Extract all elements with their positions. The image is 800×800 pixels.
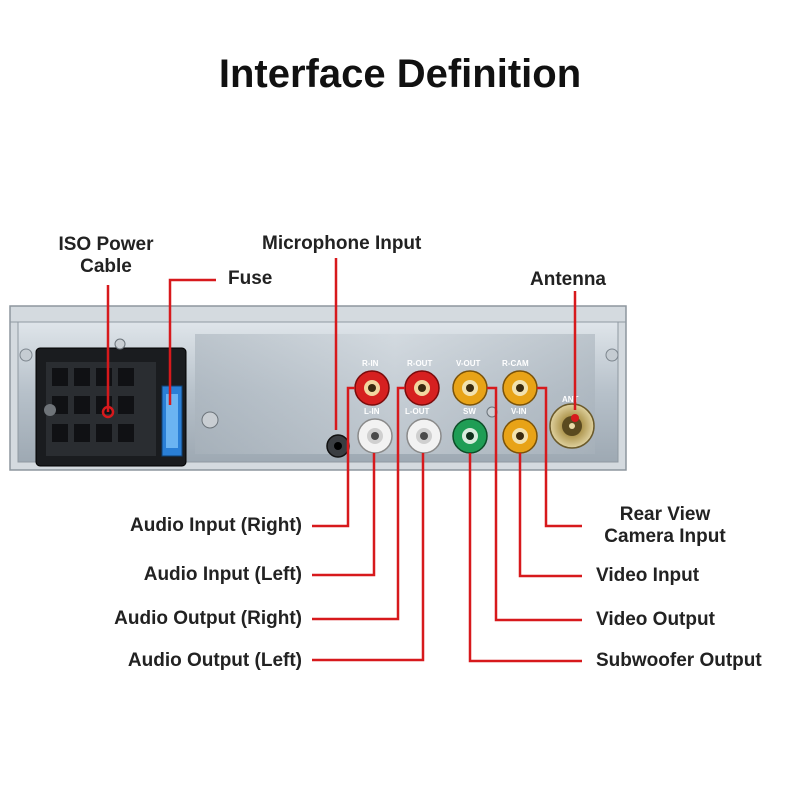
- label-video-output: Video Output: [596, 609, 715, 630]
- microphone-jack: [326, 434, 350, 458]
- leader-audio-in-left: [312, 453, 376, 577]
- label-iso-power-cable: ISO Power Cable: [42, 234, 170, 278]
- leader-dot-iso: [101, 405, 115, 419]
- label-audio-input-left: Audio Input (Left): [143, 564, 302, 585]
- label-audio-output-left: Audio Output (Left): [127, 650, 302, 671]
- leader-video-output: [487, 386, 582, 622]
- mark-r-in: R-IN: [362, 359, 379, 368]
- antenna-socket: [549, 403, 595, 449]
- mark-ant: ANT: [562, 395, 579, 404]
- mark-l-out: L-OUT: [405, 407, 430, 416]
- rca-jack-v-out: [452, 370, 488, 406]
- leader-subwoofer: [468, 453, 582, 663]
- fuse: [161, 385, 183, 457]
- rca-jack-l-out: [406, 418, 442, 454]
- mark-v-in: V-IN: [511, 407, 527, 416]
- rca-jack-r-in: [354, 370, 390, 406]
- screw-left: [201, 411, 219, 429]
- rca-jack-r-cam: [502, 370, 538, 406]
- label-audio-output-right: Audio Output (Right): [114, 608, 302, 629]
- label-rear-view-line2: Camera Input: [604, 526, 726, 547]
- leader-rear-view: [537, 386, 582, 528]
- label-subwoofer-output: Subwoofer Output: [596, 650, 762, 671]
- label-video-input: Video Input: [596, 565, 700, 586]
- leader-video-input: [518, 453, 582, 578]
- label-fuse: Fuse: [228, 268, 273, 289]
- label-iso-power-line2: Cable: [80, 256, 132, 277]
- label-audio-input-right: Audio Input (Right): [130, 515, 302, 536]
- label-antenna: Antenna: [530, 269, 606, 290]
- mark-v-out: V-OUT: [456, 359, 481, 368]
- rca-jack-v-in: [502, 418, 538, 454]
- mark-sw: SW: [463, 407, 476, 416]
- label-microphone-input: Microphone Input: [262, 233, 422, 254]
- leader-dot-antenna: [571, 414, 579, 422]
- rca-jack-r-out: [404, 370, 440, 406]
- leader-lines: [106, 258, 582, 663]
- mark-r-cam: R-CAM: [502, 359, 529, 368]
- leader-fuse: [168, 278, 216, 405]
- page-title: Interface Definition: [218, 52, 582, 96]
- label-rear-view-camera-input: Rear View Camera Input: [588, 504, 742, 548]
- leader-audio-out-right: [312, 386, 405, 621]
- mark-l-in: L-IN: [364, 407, 380, 416]
- rca-jack-l-in: [357, 418, 393, 454]
- label-rear-view-line1: Rear View: [619, 504, 711, 525]
- leader-audio-out-left: [312, 453, 425, 662]
- label-iso-power-line1: ISO Power: [58, 234, 154, 255]
- mark-r-out: R-OUT: [407, 359, 432, 368]
- rca-jack-sw: [452, 418, 488, 454]
- screw-top: [114, 338, 126, 350]
- leader-audio-in-right: [312, 386, 355, 528]
